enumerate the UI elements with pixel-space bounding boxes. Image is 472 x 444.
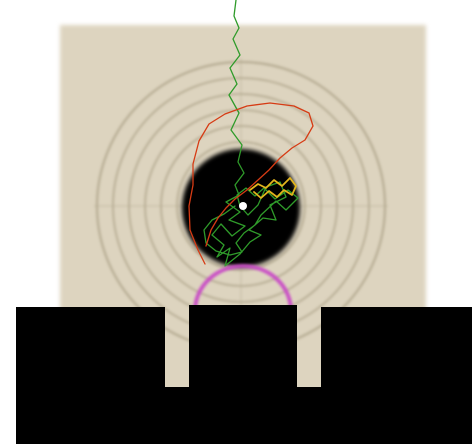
aim-point-dot: [239, 202, 247, 210]
aim-trace-1: [204, 0, 298, 266]
front-sight-base: [16, 387, 472, 444]
